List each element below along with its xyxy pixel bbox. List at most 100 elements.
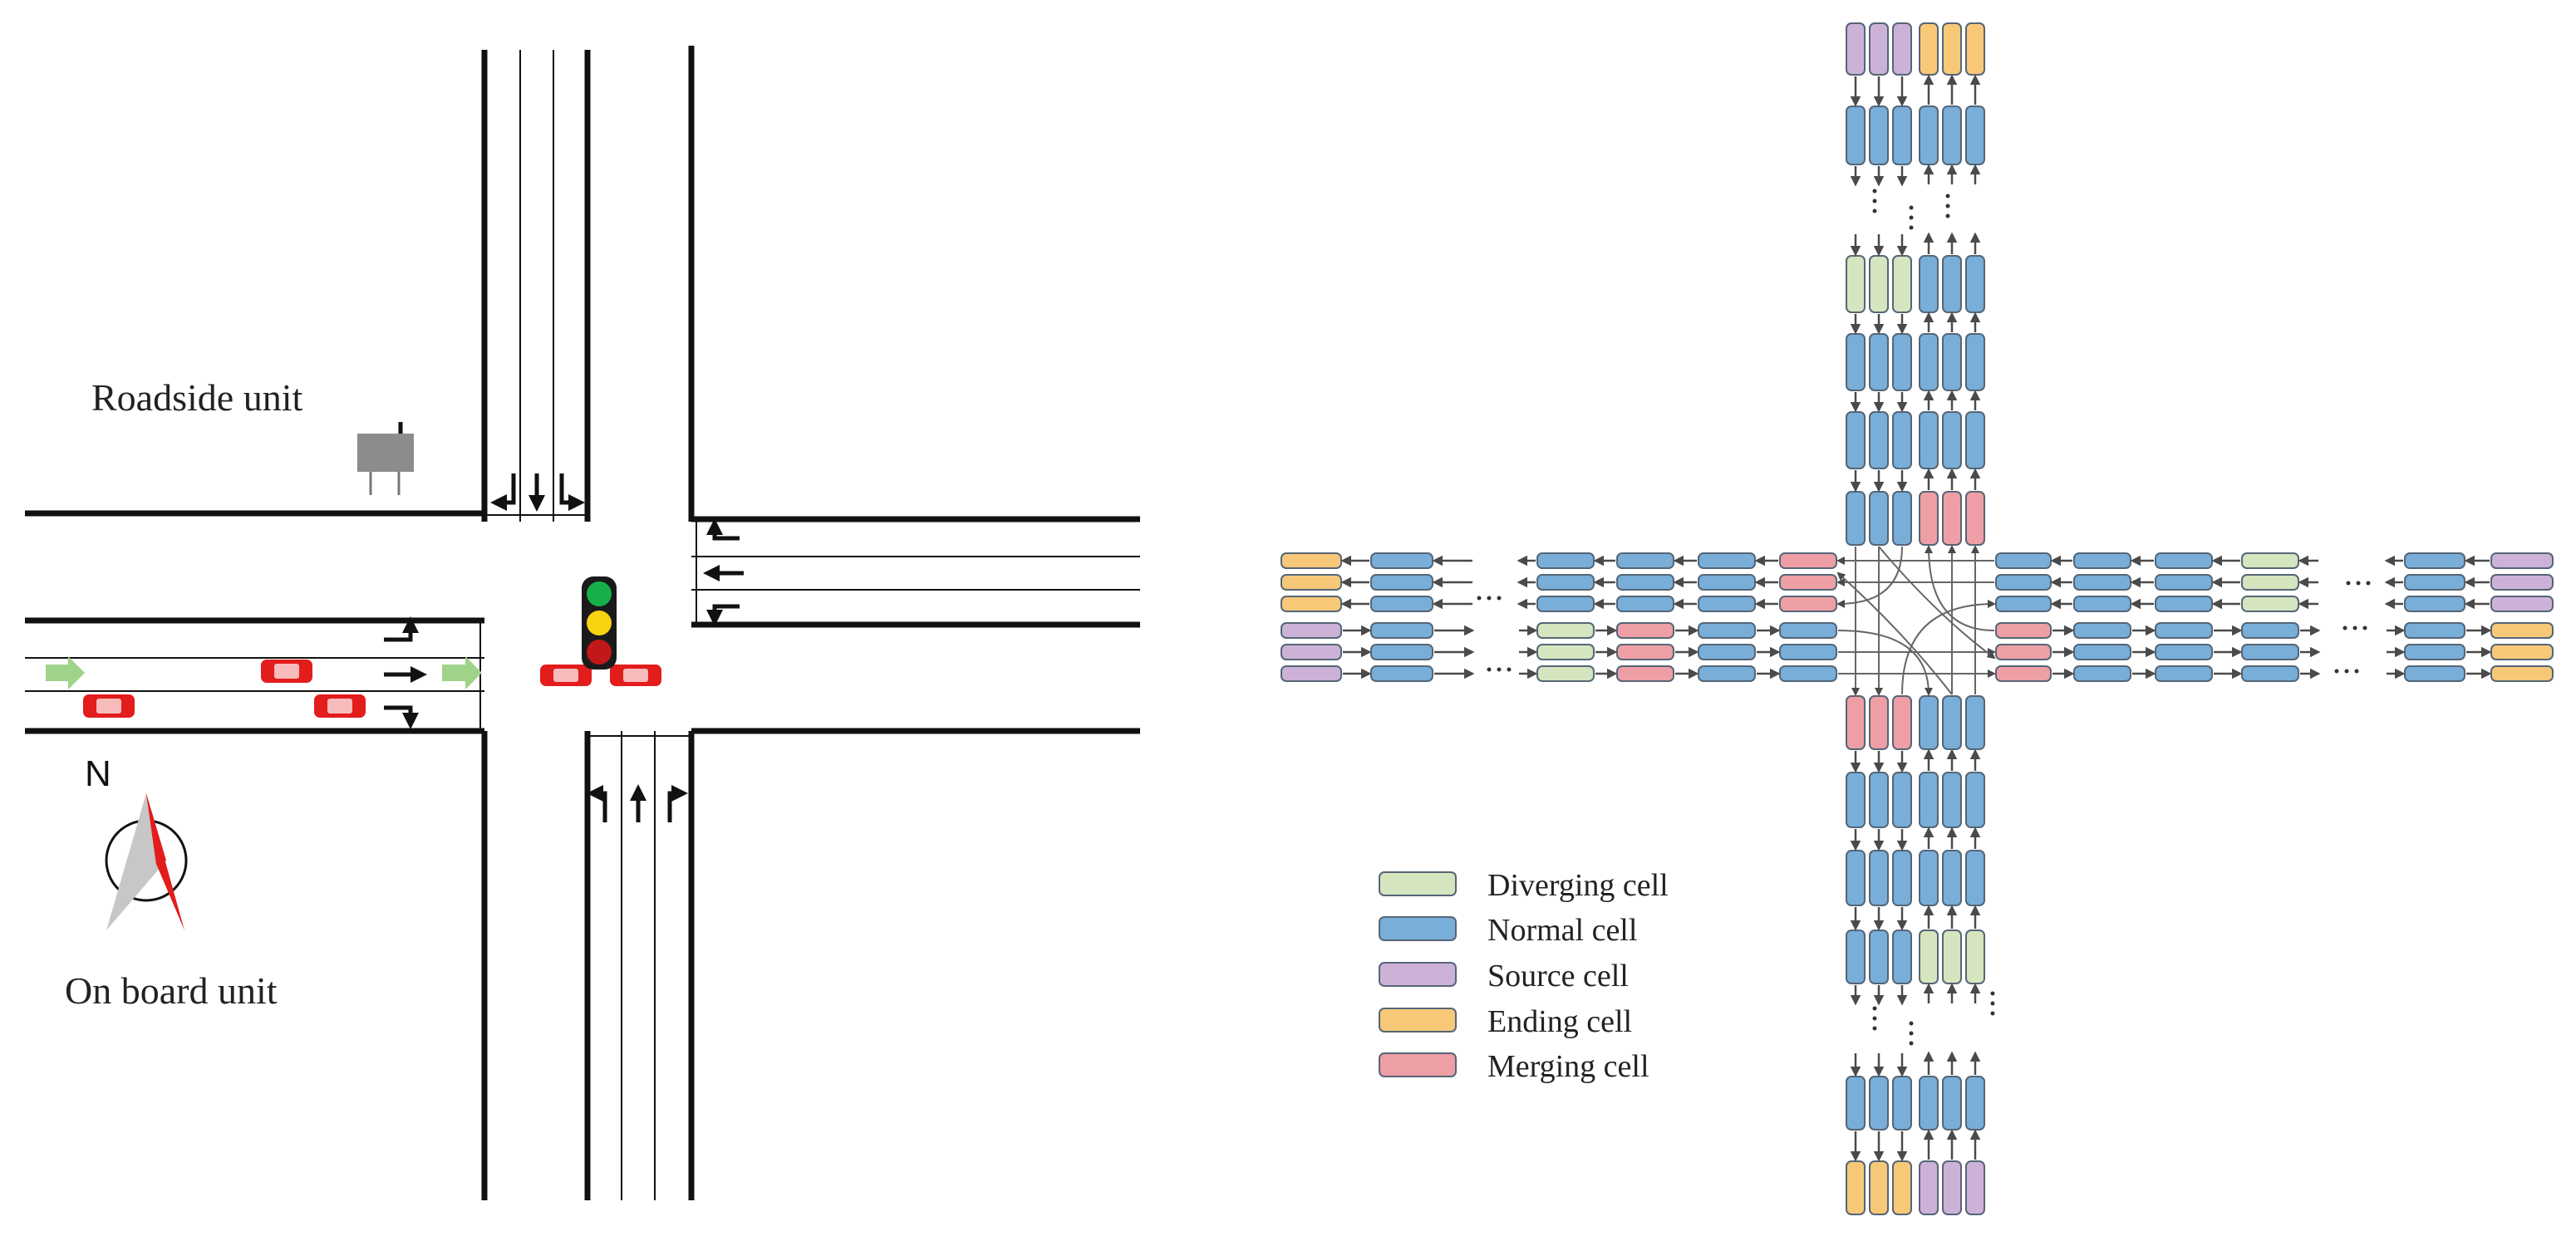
normal-cell (1869, 491, 1889, 546)
compass-north-label: N (85, 753, 111, 794)
source-cell (1942, 1160, 1962, 1215)
legend-item-source: Source cell (1379, 959, 1629, 993)
turning-movement-arrow (1925, 545, 1995, 631)
flow-arrows (46, 656, 482, 689)
normal-cell (1370, 596, 1433, 612)
normal-cell (2404, 552, 2465, 569)
normal-cell (1846, 105, 1866, 165)
normal-cell (2404, 574, 2465, 591)
merging-cell (1869, 695, 1889, 750)
normal-cell (2073, 552, 2131, 569)
compass-icon (105, 793, 188, 930)
car (610, 665, 661, 686)
normal-cell (1892, 930, 1912, 984)
continuation-dot (1909, 1021, 1914, 1026)
normal-cell (1892, 850, 1912, 906)
normal-cell (1846, 491, 1866, 546)
normal-cell (1370, 644, 1433, 660)
normal-cell (1370, 665, 1433, 682)
normal-cell (2155, 552, 2213, 569)
source-cell (1846, 22, 1866, 76)
normal-cell (1846, 772, 1866, 828)
turning-movement-arrow (1836, 571, 1953, 695)
normal-cell (1779, 665, 1837, 682)
merging-cell (1892, 695, 1912, 750)
continuation-dot (2344, 669, 2349, 674)
normal-cell (1846, 850, 1866, 906)
normal-cell (2073, 665, 2131, 682)
diverging-cell (1892, 255, 1912, 313)
normal-cell (1942, 333, 1962, 391)
normal-cell (1919, 695, 1939, 750)
normal-cell (1919, 105, 1939, 165)
continuation-dot (1990, 1001, 1995, 1006)
diverging-cell (1869, 255, 1889, 313)
source-cell (2490, 574, 2554, 591)
normal-cell (1536, 552, 1595, 569)
legend-item-diverging: Diverging cell (1379, 868, 1669, 903)
continuation-dot (1497, 596, 1502, 601)
normal-cell (2073, 622, 2131, 639)
signal-light-red (587, 640, 612, 665)
normal-cell (1942, 1076, 1962, 1131)
normal-cell (1965, 695, 1985, 750)
merging-cell (1616, 622, 1674, 639)
normal-cell (2155, 665, 2213, 682)
turning-movement-arrow (1901, 600, 1996, 695)
car (83, 694, 135, 718)
normal-cell (1779, 644, 1837, 660)
continuation-dot (1872, 1016, 1877, 1021)
normal-cell (1370, 574, 1433, 591)
normal-cell (2155, 644, 2213, 660)
ending-cell (1919, 22, 1939, 76)
on-board-unit-label: On board unit (65, 969, 278, 1012)
normal-cell (1869, 105, 1889, 165)
normal-cell (2073, 596, 2131, 612)
ending-cell (1869, 1160, 1889, 1215)
diverging-cell (1965, 930, 1985, 984)
diverging-cell (1536, 665, 1595, 682)
normal-cell (1869, 772, 1889, 828)
car (314, 694, 366, 718)
car (261, 660, 312, 683)
legend-label: Merging cell (1487, 1049, 1649, 1084)
normal-cell (2155, 622, 2213, 639)
continuation-dot (2346, 581, 2351, 586)
green-flow-arrow (46, 656, 85, 689)
continuation-dot (1507, 667, 1512, 672)
normal-cell (1370, 552, 1433, 569)
normal-cell (1370, 622, 1433, 639)
ending-cell (1281, 574, 1342, 591)
normal-cell (1995, 574, 2052, 591)
merging-cell (1942, 491, 1962, 546)
normal-cell (2155, 574, 2213, 591)
normal-cell (1698, 552, 1756, 569)
legend-item-normal: Normal cell (1379, 913, 1637, 948)
ending-cell (1281, 596, 1342, 612)
car (540, 665, 592, 686)
diverging-cell (2241, 574, 2299, 591)
diverging-cell (1942, 930, 1962, 984)
normal-cell (1965, 333, 1985, 391)
merging-cell (1995, 644, 2052, 660)
normal-cell (1869, 411, 1889, 469)
diverging-cell (1919, 930, 1939, 984)
continuation-dot (1872, 208, 1877, 213)
legend-item-merging: Merging cell (1379, 1049, 1649, 1084)
continuation-dot (2342, 625, 2347, 630)
merging-cell (1919, 491, 1939, 546)
diverging-cell (1536, 622, 1595, 639)
normal-cell (1698, 665, 1756, 682)
normal-cell (2404, 644, 2465, 660)
merging-cell (1779, 596, 1837, 612)
continuation-dot (1497, 667, 1502, 672)
continuation-dot (1872, 189, 1877, 194)
normal-cell (1869, 930, 1889, 984)
normal-cell (1892, 105, 1912, 165)
continuation-dot (1487, 596, 1492, 601)
diverging-cell (1536, 644, 1595, 660)
merging-cell (1965, 491, 1985, 546)
normal-cell (1698, 596, 1756, 612)
source-cell (1869, 22, 1889, 76)
normal-cell (1616, 596, 1674, 612)
